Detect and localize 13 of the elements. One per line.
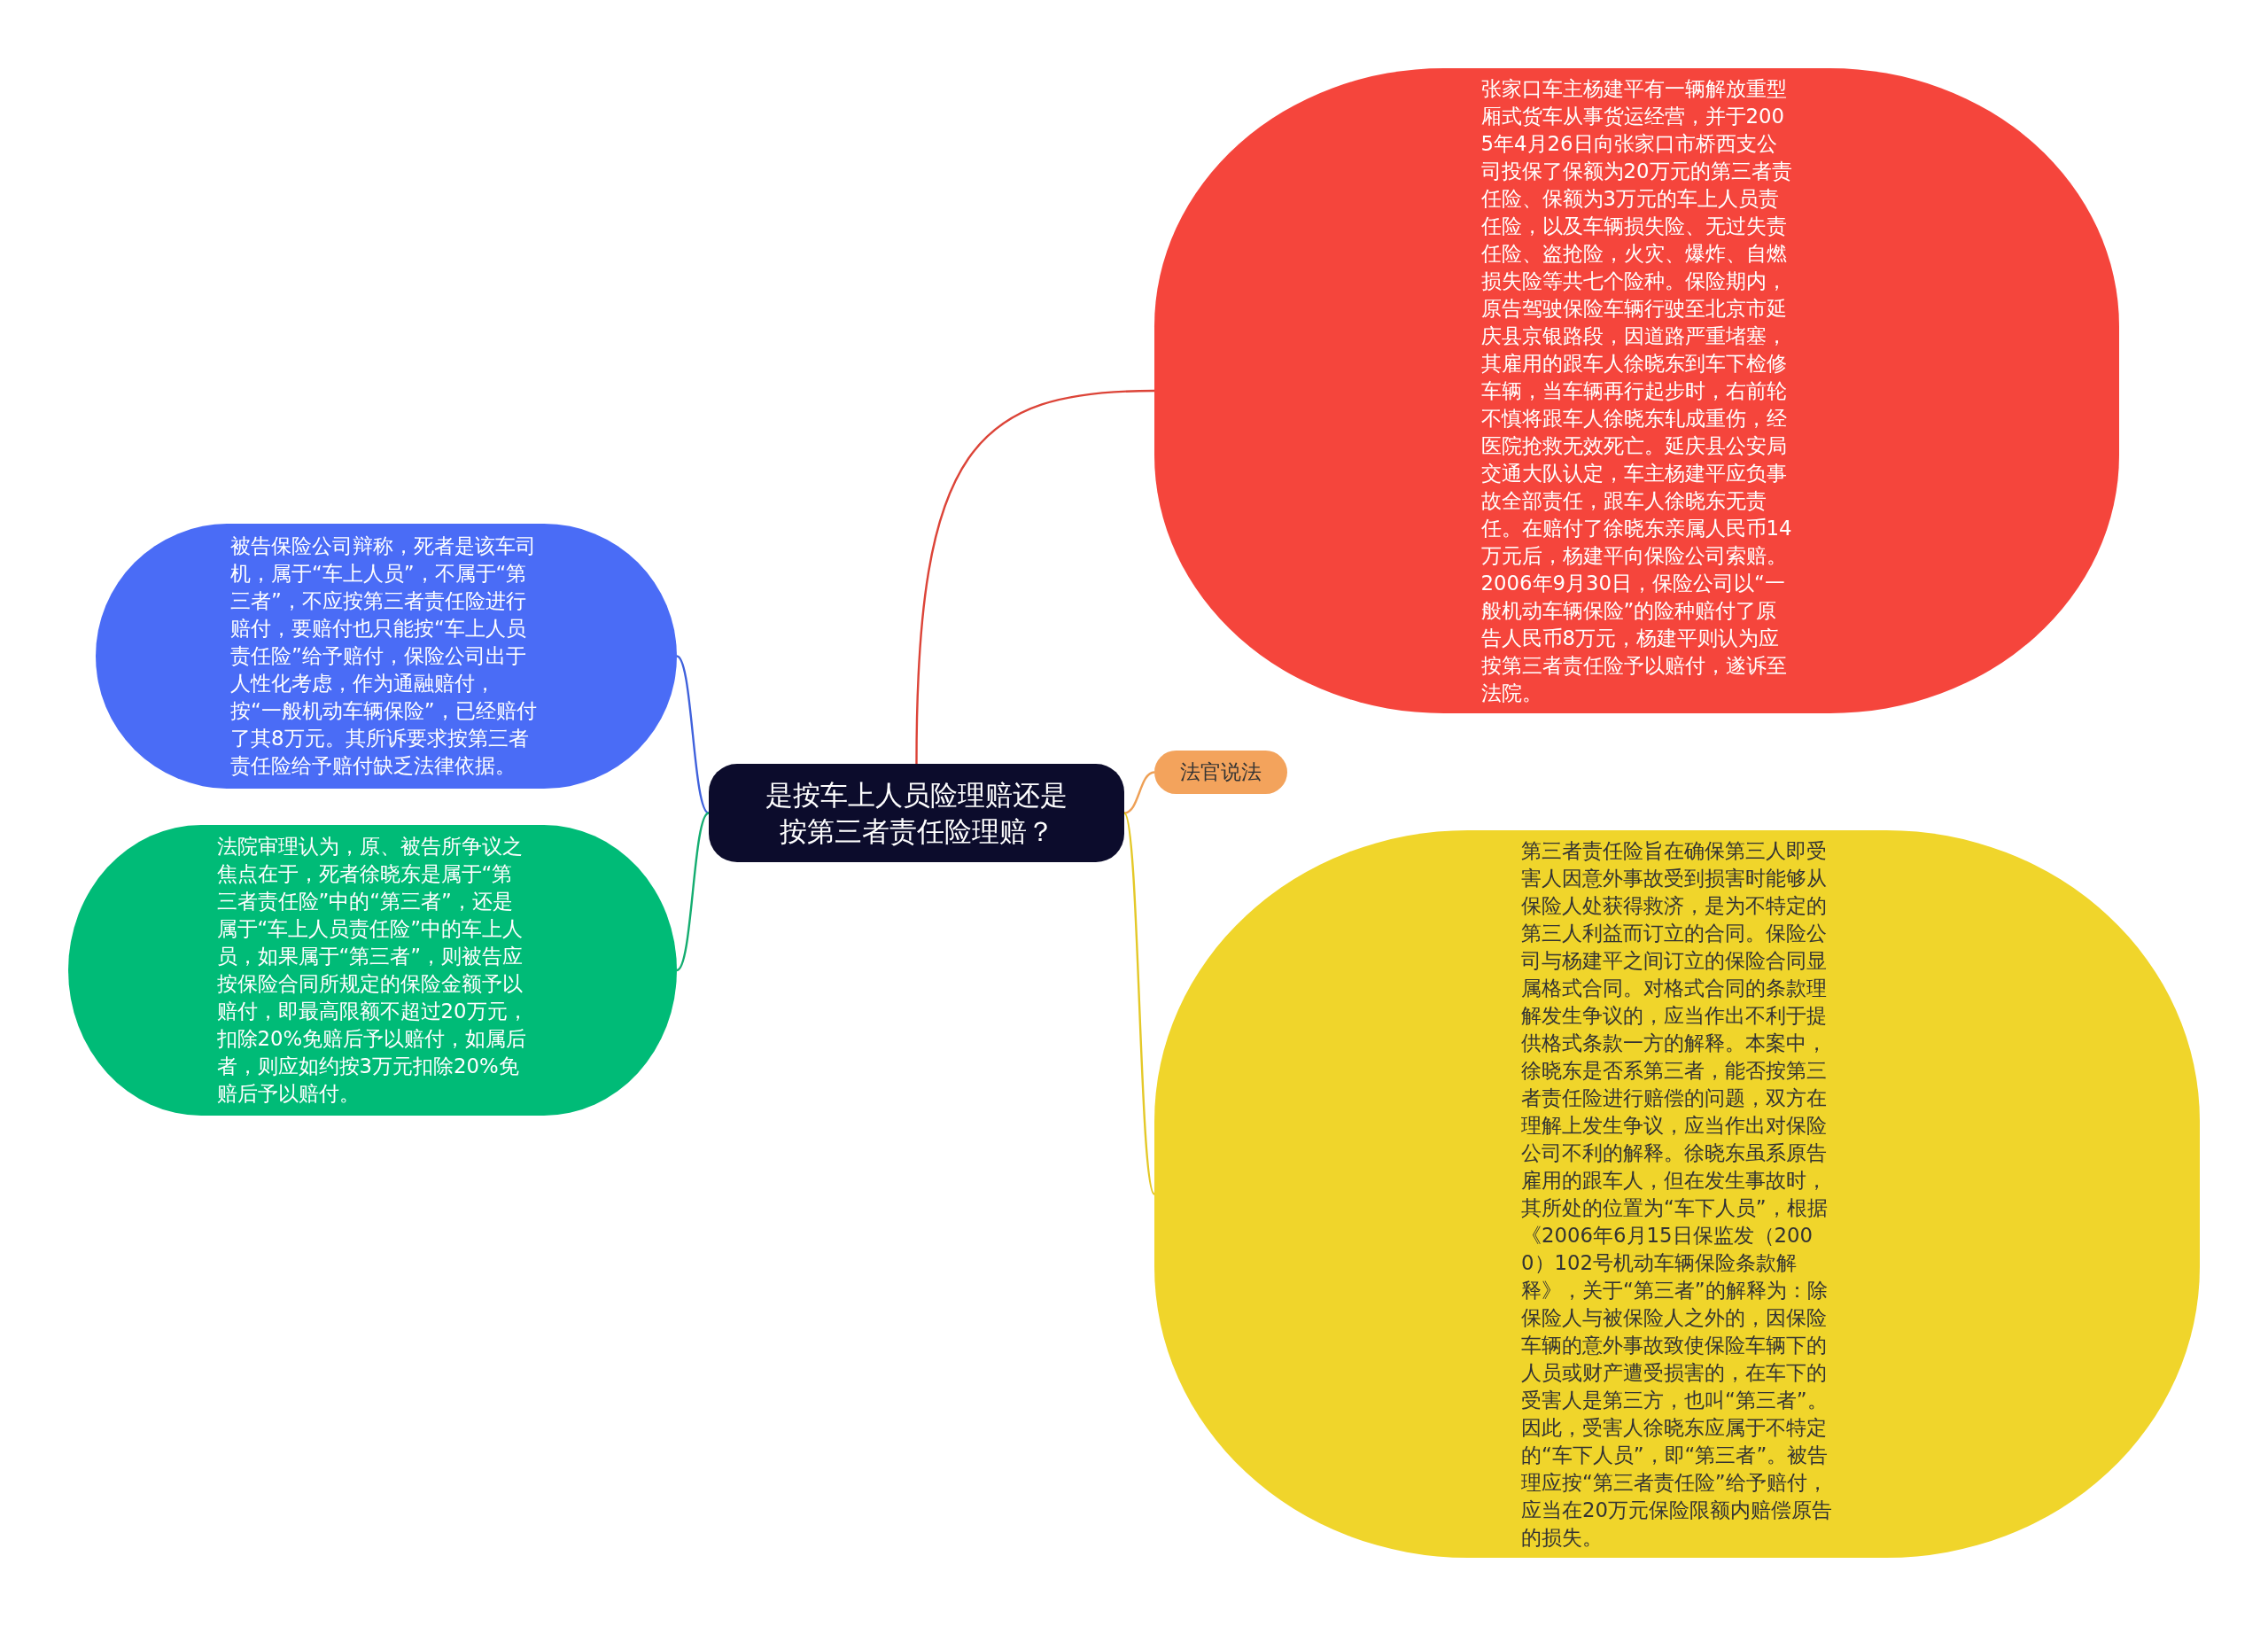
topic-text: 第三者责任险旨在确保第三人即受害人因意外事故受到损害时能够从保险人处获得救济，是为不特定的第三人利益而订立的合同。保险公司与杨建平之间订立的保险合同显属格式合同。对格式合同的条款理解发生争议的，应当作出不利于提供格式条款一方的解释。本案中，徐晓东是否系第三者，能否按第三者责任险进行赔偿的问题，双方在理解上发生争议，应当作出对保险公司不利的解释。徐晓东虽系原告雇用的跟车人，但在发生事故时，其所处的位置为“车下人员”，根据《2006年6月15日保监发（2000）102号机动车辆保险条款解释》，关于“第三者”的解释为：除保险人与被保险人之外的，因保险车辆的意外事故致使保险车辆下的人员或财产遭受损害的，在车下的受害人是第三方，也叫“第三者”。因此，受害人徐晓东应属于不特定的“车下人员”，即“第三者”。被告理应按“第三者责任险”给予赔付，应当在20万元保险限额内赔偿原告的损失。 xyxy=(1521,837,1833,1551)
topic-text: 被告保险公司辩称，死者是该车司机，属于“车上人员”，不属于“第三者”，不应按第三者责任险进行赔付，要赔付也只能按“车上人员责任险”给予赔付，保险公司出于人性化考虑，作为通融赔付，按“一般机动车辆保险”，已经赔付了其8万元。其所诉要求按第三者责任险给予赔付缺乏法律依据。 xyxy=(230,533,538,779)
topic-text: 法院审理认为，原、被告所争议之焦点在于，死者徐晓东是属于“第三者责任险”中的“第三者”，还是属于“车上人员责任险”中的车上人员，如果属于“第三者”，则被告应按保险合同所规定的保险金额予以赔付，即最高限额不超过20万元，扣除20%免赔后予以赔付，如属后者，则应如约按3万元扣除20%免赔后予以赔付。 xyxy=(216,834,529,1107)
connector-line xyxy=(1122,813,1156,1194)
connector-line xyxy=(915,389,1155,765)
topic-text: 法官说法 xyxy=(1180,759,1262,785)
connector-line xyxy=(1123,771,1155,814)
connector-line xyxy=(676,655,710,814)
topic-text: 张家口车主杨建平有一辆解放重型厢式货车从事货运经营，并于2005年4月26日向张家口市桥西支公司投保了保额为20万元的第三者责任险、保额为3万元的车上人员责任险，以及车辆损失险、无过失责任险、盗抢险，火灾、爆炸、自燃损失险等共七个险种。保险期内，原告驾驶保险车辆行驶至北京市延庆县京银路段，因道路严重堵塞，其雇用的跟车人徐晓东到车下检修车辆，当车辆再行起步时，右前轮不慎将跟车人徐晓东轧成重伤，经医院抢救无效死亡。延庆县公安局交通大队认定，车主杨建平应负事故全部责任，跟车人徐晓东无责任。在赔付了徐晓东亲属人民币14万元后，杨建平向保险公司索赔。2006年9月30日，保险公司以“一般机动车辆保险”的险种赔付了原告人民币8万元，杨建平则认为应按第三者责任险予以赔付，遂诉至法院。 xyxy=(1480,75,1793,706)
central-topic xyxy=(709,764,1124,862)
topic-text: 是按车上人员险理赔还是按第三者责任险理赔？ xyxy=(765,778,1068,849)
subtopic-tag xyxy=(1154,751,1287,794)
connector-line xyxy=(676,812,710,971)
